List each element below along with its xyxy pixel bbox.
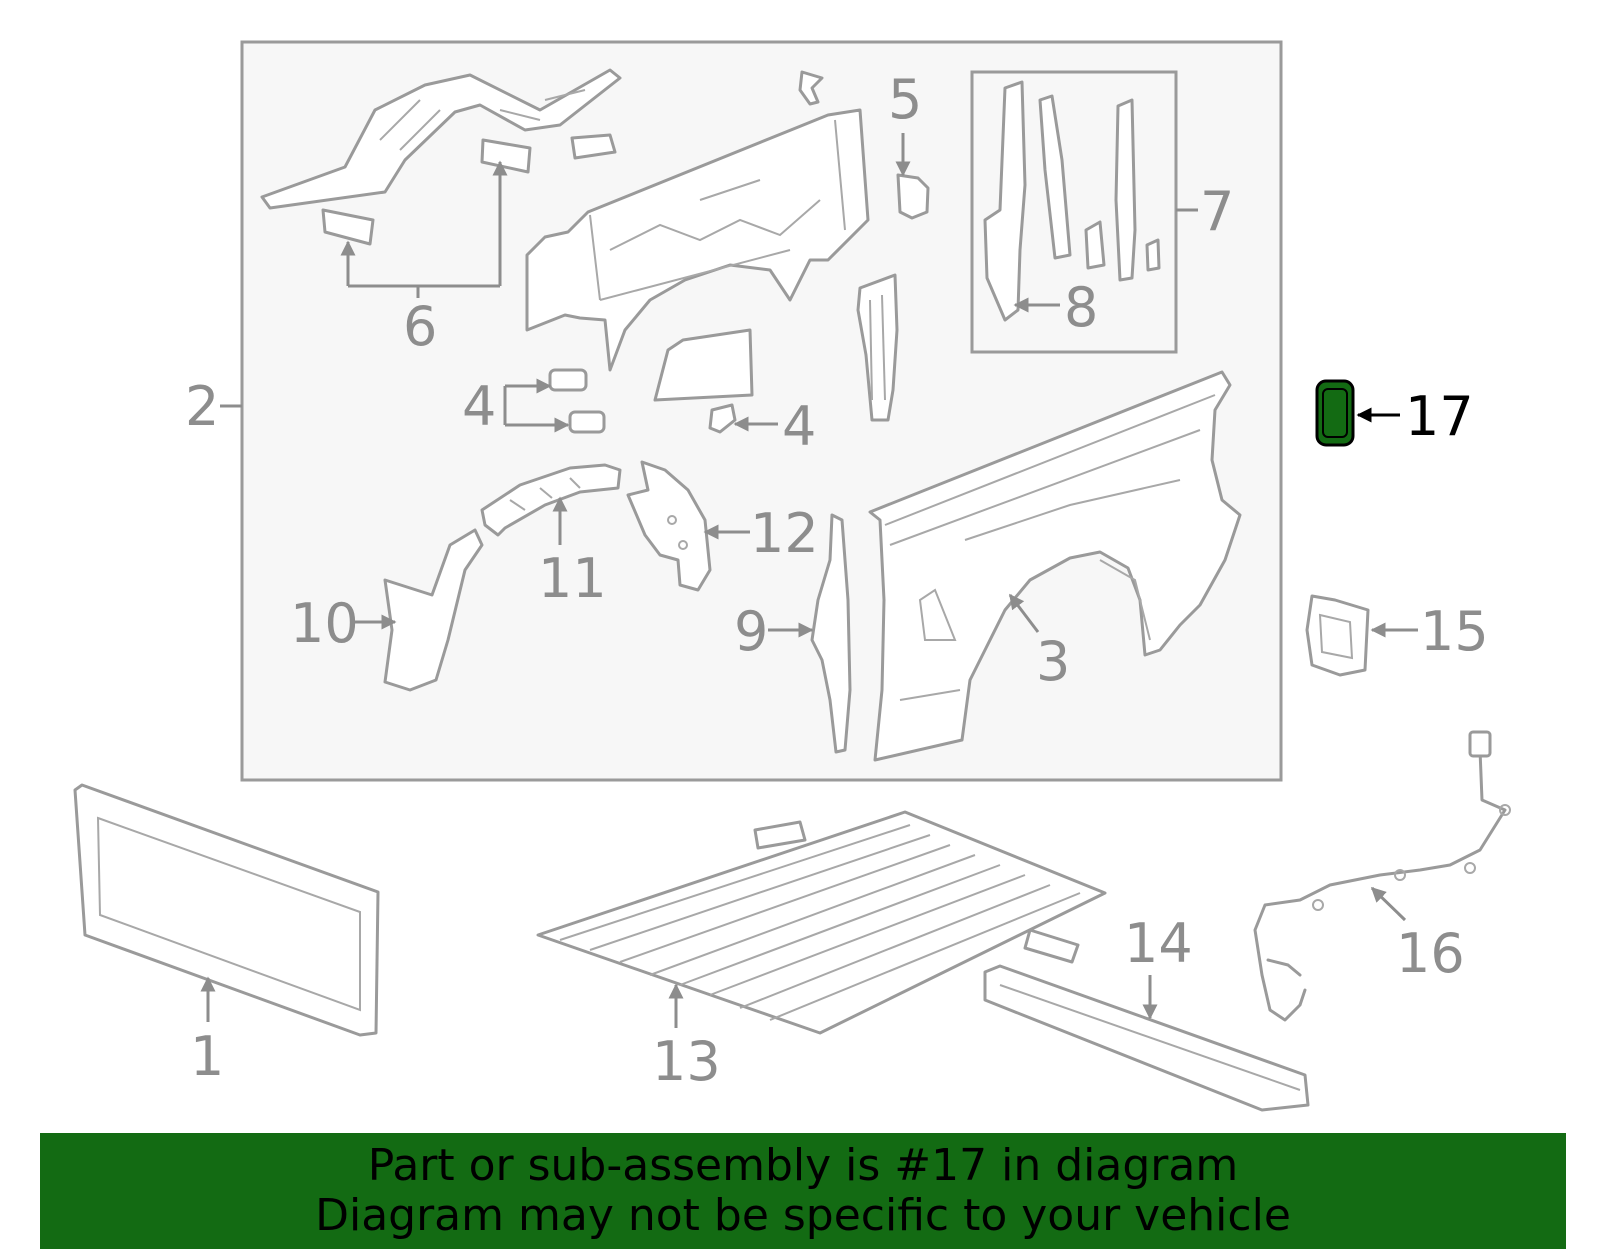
part-15-connector-bracket[interactable] [1305,594,1370,677]
callout-9: 9 [734,600,768,663]
callout-7: 7 [1200,180,1234,243]
part-1-front-panel[interactable] [73,783,380,1037]
part-3-box-side[interactable] [868,370,1242,762]
callout-4b: 4 [782,395,816,458]
callout-labels: 2 6 5 7 8 4 4 12 11 10 9 3 1 13 14 15 16… [185,68,1489,1093]
banner-background [40,1133,1566,1249]
callout-5: 5 [888,68,922,131]
part-9-pillar[interactable] [810,513,852,754]
callout-8: 8 [1064,276,1098,339]
inner-side-panel[interactable] [525,108,870,402]
part-14-rail[interactable] [983,964,1310,1112]
callout-2: 2 [185,375,219,438]
callout-17: 17 [1405,385,1474,448]
callout-14: 14 [1124,912,1193,975]
callout-12: 12 [750,502,819,565]
part-16-wiring-harness[interactable] [1253,730,1511,1022]
part-13-bed-floor[interactable] [536,810,1107,1035]
callout-15: 15 [1420,600,1489,663]
pillar-bracket[interactable] [856,273,899,422]
banner-line-2: Diagram may not be specific to your vehi… [315,1190,1291,1241]
part-17-plug[interactable] [1315,379,1355,447]
part-6-wheelhouse-brace[interactable] [260,68,622,246]
callout-10: 10 [290,592,359,655]
part-5-bracket[interactable] [798,70,930,220]
callout-1: 1 [190,1025,224,1088]
part-4-plugs[interactable] [548,368,737,434]
part-10-panel[interactable] [383,528,484,692]
part-7-pillars[interactable] [983,80,1161,322]
callout-3: 3 [1036,630,1070,693]
info-banner: Part or sub-assembly is #17 in diagram D… [40,1133,1566,1249]
callout-6: 6 [403,295,437,358]
callout-16: 16 [1396,922,1465,985]
banner-line-1: Part or sub-assembly is #17 in diagram [367,1140,1239,1191]
callout-13: 13 [652,1030,721,1093]
part-11-arch[interactable] [480,463,622,537]
callout-11: 11 [538,547,607,610]
callout-4a: 4 [462,375,496,438]
leader-lines [200,133,1418,1028]
part-12-bracket[interactable] [626,460,712,592]
